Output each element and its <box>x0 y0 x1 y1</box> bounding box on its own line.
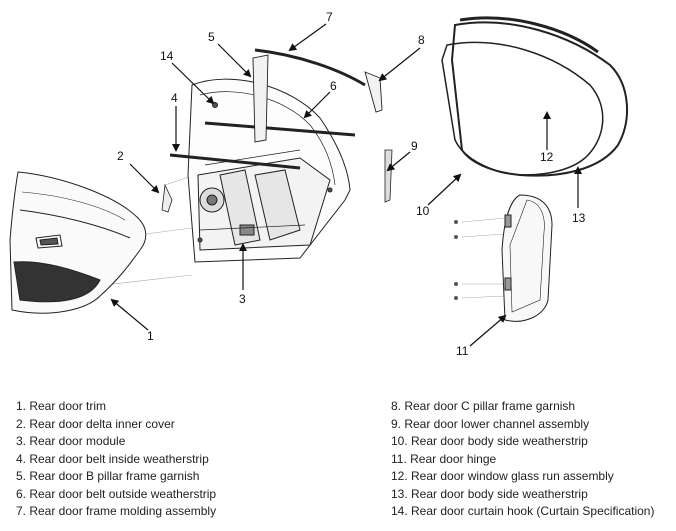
legend-item: 8. Rear door C pillar frame garnish <box>391 399 576 413</box>
callout-3: 3 <box>239 292 246 306</box>
rear-door-inner-panel-part <box>187 78 351 263</box>
callout-11: 11 <box>456 344 469 358</box>
callout-9: 9 <box>411 139 418 153</box>
callout-14: 14 <box>160 49 174 63</box>
legend-item: 4. Rear door belt inside weatherstrip <box>16 451 209 466</box>
legend-item: 2. Rear door delta inner cover <box>16 416 175 431</box>
hinge-fastener-dots <box>454 220 458 300</box>
frame-molding-part <box>254 48 366 87</box>
callout-6: 6 <box>330 79 337 93</box>
weatherstrip-ring-parts <box>441 16 628 177</box>
legend-item: 6. Rear door belt outside weatherstrip <box>16 486 217 501</box>
belt-inside-weatherstrip-part <box>169 153 301 170</box>
legend-item: 9. Rear door lower channel assembly <box>391 416 590 431</box>
legend-right-column: 8. Rear door C pillar frame garnish 9. R… <box>391 398 654 521</box>
door-hinge-panel-part <box>501 194 553 322</box>
legend-item: 11. Rear door hinge <box>391 451 497 466</box>
legend-item: 7. Rear door frame molding assembly <box>16 504 217 518</box>
b-pillar-garnish-part <box>252 54 269 143</box>
callout-10: 10 <box>416 204 430 218</box>
rear-door-trim-part <box>9 171 147 314</box>
legend-item: 14. Rear door curtain hook (Curtain Spec… <box>391 504 655 518</box>
callout-4: 4 <box>171 91 178 105</box>
lower-channel-part <box>384 149 393 203</box>
callout-13: 13 <box>572 211 586 225</box>
c-pillar-garnish-part <box>364 71 383 113</box>
callout-8: 8 <box>418 33 425 47</box>
legend-item: 3. Rear door module <box>16 434 126 448</box>
callout-5: 5 <box>208 30 215 44</box>
delta-inner-cover-part <box>161 183 173 213</box>
legend-item: 13. Rear door body side weatherstrip <box>391 486 588 501</box>
belt-outside-weatherstrip-part <box>204 121 356 137</box>
legend-item: 12. Rear door window glass run assembly <box>391 469 614 483</box>
callout-arrows <box>110 23 582 347</box>
legend-left-column: 1. Rear door trim 2. Rear door delta inn… <box>16 398 216 521</box>
rear-door-exploded-view: 1 2 3 4 5 6 7 8 9 10 11 12 13 14 <box>9 10 628 358</box>
callout-12: 12 <box>540 150 554 164</box>
callout-7: 7 <box>326 10 333 24</box>
legend-item: 10. Rear door body side weatherstrip <box>391 434 588 448</box>
callout-1: 1 <box>147 329 154 343</box>
callout-2: 2 <box>117 149 124 163</box>
legend-item: 5. Rear door B pillar frame garnish <box>16 469 200 483</box>
legend-item: 1. Rear door trim <box>16 399 107 413</box>
